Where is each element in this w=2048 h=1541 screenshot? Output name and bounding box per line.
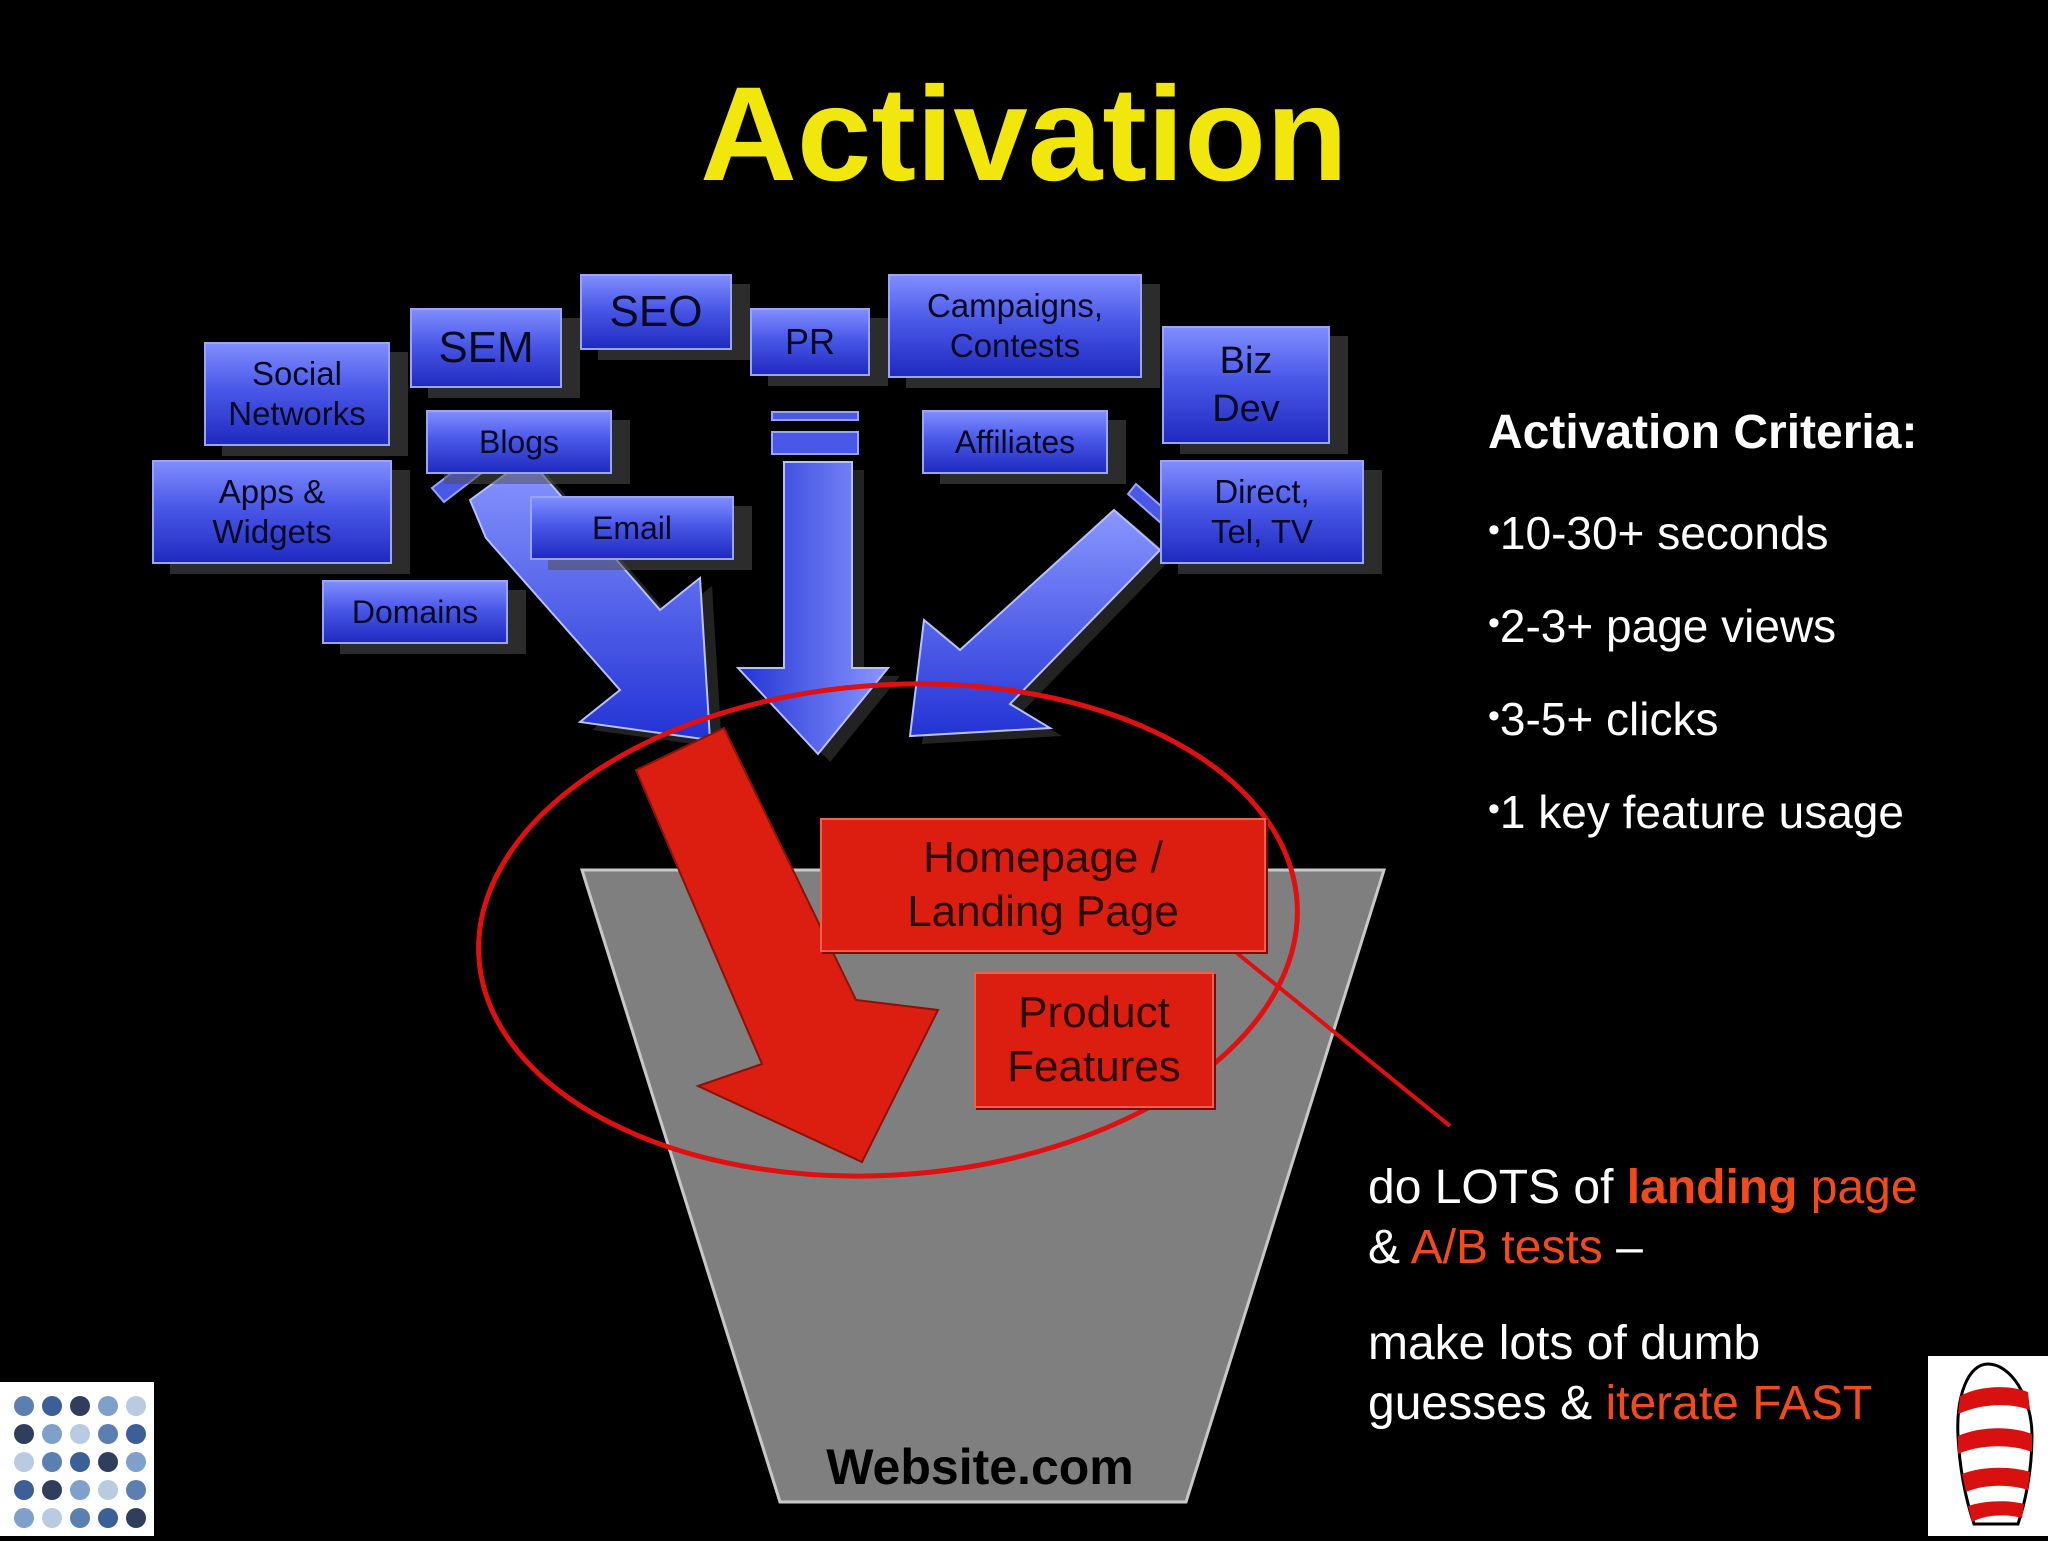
criteria-item: 3-5+ clicks [1488, 686, 1904, 779]
logo-dot [14, 1508, 34, 1528]
logo-dot [70, 1396, 90, 1416]
criteria-heading: Activation Criteria: [1488, 406, 1918, 459]
red-ellipse [476, 681, 1300, 1179]
logo-dot [70, 1452, 90, 1472]
logo-dot [70, 1508, 90, 1528]
logo-dot [70, 1424, 90, 1444]
note-highlight-page: page [1797, 1161, 1918, 1214]
logo-dot [98, 1508, 118, 1528]
note-highlight-ab-tests: A/B tests [1410, 1221, 1603, 1274]
source-seo: SEO [580, 274, 732, 350]
logo-dot [98, 1424, 118, 1444]
source-domains: Domains [322, 580, 508, 644]
logo-dot [14, 1452, 34, 1472]
source-sem: SEM [410, 308, 562, 388]
logo-dot [42, 1424, 62, 1444]
criteria-item: 1 key feature usage [1488, 779, 1904, 872]
criteria-item: 10-30+ seconds [1488, 500, 1904, 593]
note-highlight-landing: landing [1626, 1161, 1798, 1214]
source-apps-widgets: Apps & Widgets [152, 460, 392, 564]
criteria-list: 10-30+ seconds 2-3+ page views 3-5+ clic… [1488, 500, 1904, 872]
note-text: guesses & [1368, 1377, 1606, 1430]
funnel-body [579, 868, 1387, 1504]
website-label: Website.com [826, 1439, 1134, 1495]
red-arrow [634, 726, 940, 1164]
logo-dot [98, 1396, 118, 1416]
logo-dot [98, 1480, 118, 1500]
source-pr: PR [750, 308, 870, 376]
logo-dot [42, 1396, 62, 1416]
source-social-networks: Social Networks [204, 342, 390, 446]
note-line-3: make lots of dumb [1368, 1317, 1761, 1370]
criteria-item: 2-3+ page views [1488, 593, 1904, 686]
logo-dot [126, 1452, 146, 1472]
note-text: do LOTS of [1368, 1161, 1627, 1214]
logo-dot [126, 1396, 146, 1416]
note-text: – [1602, 1221, 1643, 1274]
center-blue-arrow [735, 411, 900, 762]
logo-dot [70, 1480, 90, 1500]
cat-in-the-hat-logo [1928, 1356, 2048, 1536]
slide-title: Activation [700, 60, 1348, 209]
source-direct: Direct, Tel, TV [1160, 460, 1364, 564]
dots-logo [0, 1382, 154, 1536]
hat-icon [1956, 1362, 2034, 1526]
logo-dot [14, 1480, 34, 1500]
note-text: & [1368, 1221, 1411, 1274]
logo-dot [126, 1480, 146, 1500]
note-line-1: do LOTS of landing page [1368, 1158, 1918, 1218]
homepage-landing-page-box: Homepage / Landing Page [820, 818, 1266, 952]
logo-dot [126, 1508, 146, 1528]
source-email: Email [530, 496, 734, 560]
logo-dot [126, 1424, 146, 1444]
logo-dot [42, 1480, 62, 1500]
source-campaigns: Campaigns, Contests [888, 274, 1142, 378]
note-line-2: & A/B tests – [1368, 1218, 1643, 1278]
logo-dot [14, 1396, 34, 1416]
note-highlight-iterate: iterate FAST [1605, 1377, 1873, 1430]
logo-dot [14, 1424, 34, 1444]
logo-dot [42, 1508, 62, 1528]
product-features-box: Product Features [974, 972, 1214, 1108]
source-affiliates: Affiliates [922, 410, 1108, 474]
note-line-4: guesses & iterate FAST [1368, 1374, 1872, 1434]
logo-dot [98, 1452, 118, 1472]
source-biz-dev: Biz Dev [1162, 326, 1330, 444]
pointer-line [1204, 926, 1452, 1128]
right-blue-arrow [908, 482, 1172, 744]
source-blogs: Blogs [426, 410, 612, 474]
logo-dot [42, 1452, 62, 1472]
